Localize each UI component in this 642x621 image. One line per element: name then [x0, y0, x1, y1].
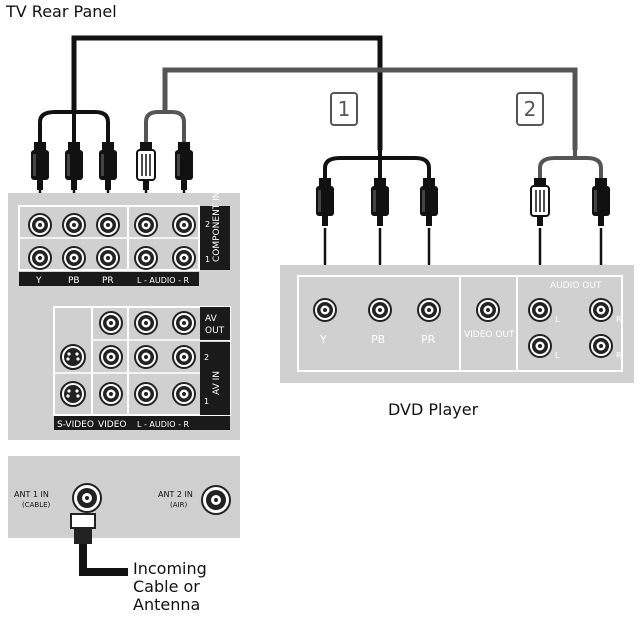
step-2-badge: 2: [516, 92, 544, 126]
dvd-player-panel: Y PB PR VIDEO OUT AUDIO OUT L R L R: [280, 265, 634, 383]
tv-av-in1-audio-l-jack: [134, 382, 158, 406]
tv-jack-audio-r-2: [172, 213, 196, 237]
tv-jack-pb-2: [62, 213, 86, 237]
tv-plug-audio-l: [136, 141, 156, 191]
svideo-jack-2-icon: [60, 344, 86, 370]
av-out-label-1: AV: [205, 314, 218, 324]
component-row-1: 1: [205, 255, 210, 264]
tv-jack-audio-l-1: [134, 246, 158, 270]
svideo-jack-1-icon: [60, 381, 86, 407]
dvd-jack-pb: [368, 298, 392, 322]
tv-comp-label-pb: PB: [68, 276, 80, 286]
dvd-component-fanout: [323, 150, 431, 178]
ant2-sub: (AIR): [170, 501, 187, 509]
ant1-label: ANT 1 IN: [14, 490, 49, 499]
dvd-audio-l-2: L: [555, 351, 560, 360]
dvd-plug-audio-r: [592, 178, 610, 226]
tv-jack-pb-1: [62, 246, 86, 270]
dvd-label-y: Y: [319, 333, 327, 346]
tv-jack-pr-2: [96, 213, 120, 237]
tv-jack-audio-r-1: [172, 246, 196, 270]
ant1-connector-icon: [72, 483, 102, 513]
video-label: VIDEO: [98, 420, 127, 430]
dvd-jack-audio-l-1: [528, 298, 552, 322]
incoming-line-3: Antenna: [133, 595, 201, 614]
dvd-label-pr: PR: [421, 333, 436, 346]
tv-av-in1-video-jack: [99, 382, 123, 406]
component-in-label: COMPONENT IN: [212, 191, 222, 262]
dvd-jack-pr: [417, 298, 441, 322]
ant2-connector-icon: [201, 485, 231, 515]
incoming-cable-label: Incoming Cable or Antenna: [133, 560, 207, 614]
tv-jack-y-1: [28, 246, 52, 270]
av-row-1: 1: [204, 397, 209, 406]
tv-plug-y: [31, 142, 49, 190]
tv-comp-label-y: Y: [35, 276, 42, 286]
dvd-jack-audio-r-1: [589, 298, 613, 322]
tv-plug-audio-r: [175, 142, 193, 190]
tv-jack-pr-1: [96, 246, 120, 270]
tv-jack-audio-l-2: [134, 213, 158, 237]
tv-av-out-video-jack: [99, 311, 123, 335]
tv-jack-y-2: [28, 213, 52, 237]
dvd-plug-pr: [420, 178, 438, 226]
tv-av-in2-audio-l-jack: [134, 345, 158, 369]
tv-plug-pb: [65, 142, 83, 190]
dvd-audio-r-1: R: [616, 315, 622, 324]
dvd-audio-fanout: [538, 150, 603, 178]
component-row-2: 2: [205, 220, 210, 229]
component-cable-bundle: [71, 35, 383, 150]
dvd-video-out-label: VIDEO OUT: [464, 330, 515, 340]
dvd-jack-y: [313, 298, 337, 322]
tv-av-in2-video-jack: [99, 345, 123, 369]
dvd-plug-audio-l: [530, 177, 550, 227]
dvd-label-pb: PB: [371, 333, 385, 346]
av-in-label: AV IN: [212, 371, 222, 395]
antenna-panel: ANT 1 IN (CABLE) ANT 2 IN (AIR): [8, 456, 240, 538]
dvd-audio-out-label: AUDIO OUT: [550, 281, 602, 291]
tv-component-fanout: [38, 110, 110, 142]
ant1-sub: (CABLE): [22, 501, 51, 509]
tv-comp-label-pr: PR: [102, 276, 114, 286]
tv-av-out-audio-l-jack: [134, 311, 158, 335]
dvd-jack-audio-l-2: [528, 334, 552, 358]
tv-plug-pr: [99, 142, 117, 190]
tv-av-in2-audio-r-jack: [172, 345, 196, 369]
dvd-jack-audio-r-2: [589, 334, 613, 358]
incoming-line-2: Cable or: [133, 577, 200, 596]
tv-audio-fanout: [144, 110, 186, 142]
dvd-audio-l-1: L: [555, 315, 560, 324]
dvd-plug-y: [316, 178, 334, 226]
av-out-label-2: OUT: [205, 326, 225, 336]
dvd-audio-r-2: R: [616, 351, 622, 360]
dvd-player-label: DVD Player: [388, 400, 479, 419]
step-1-badge: 1: [330, 92, 358, 126]
tv-av-out-audio-r-jack: [172, 311, 196, 335]
svideo-label: S-VIDEO: [57, 420, 94, 430]
dvd-plug-pb: [371, 178, 389, 226]
ant2-label: ANT 2 IN: [158, 490, 193, 499]
incoming-cable: [70, 513, 128, 576]
dvd-jack-video-out: [476, 298, 500, 322]
tv-audio-label-top: L - AUDIO - R: [137, 276, 190, 285]
incoming-line-1: Incoming: [133, 559, 207, 578]
audio-cable-bundle: [162, 67, 578, 150]
tv-rear-panel: COMPONENT IN 2 1 Y PB PR L - AUDIO - R A…: [8, 191, 240, 440]
tv-audio-label-bottom: L - AUDIO - R: [137, 420, 190, 429]
page-title: TV Rear Panel: [6, 2, 117, 21]
av-row-2: 2: [204, 353, 209, 362]
tv-av-in1-audio-r-jack: [172, 382, 196, 406]
